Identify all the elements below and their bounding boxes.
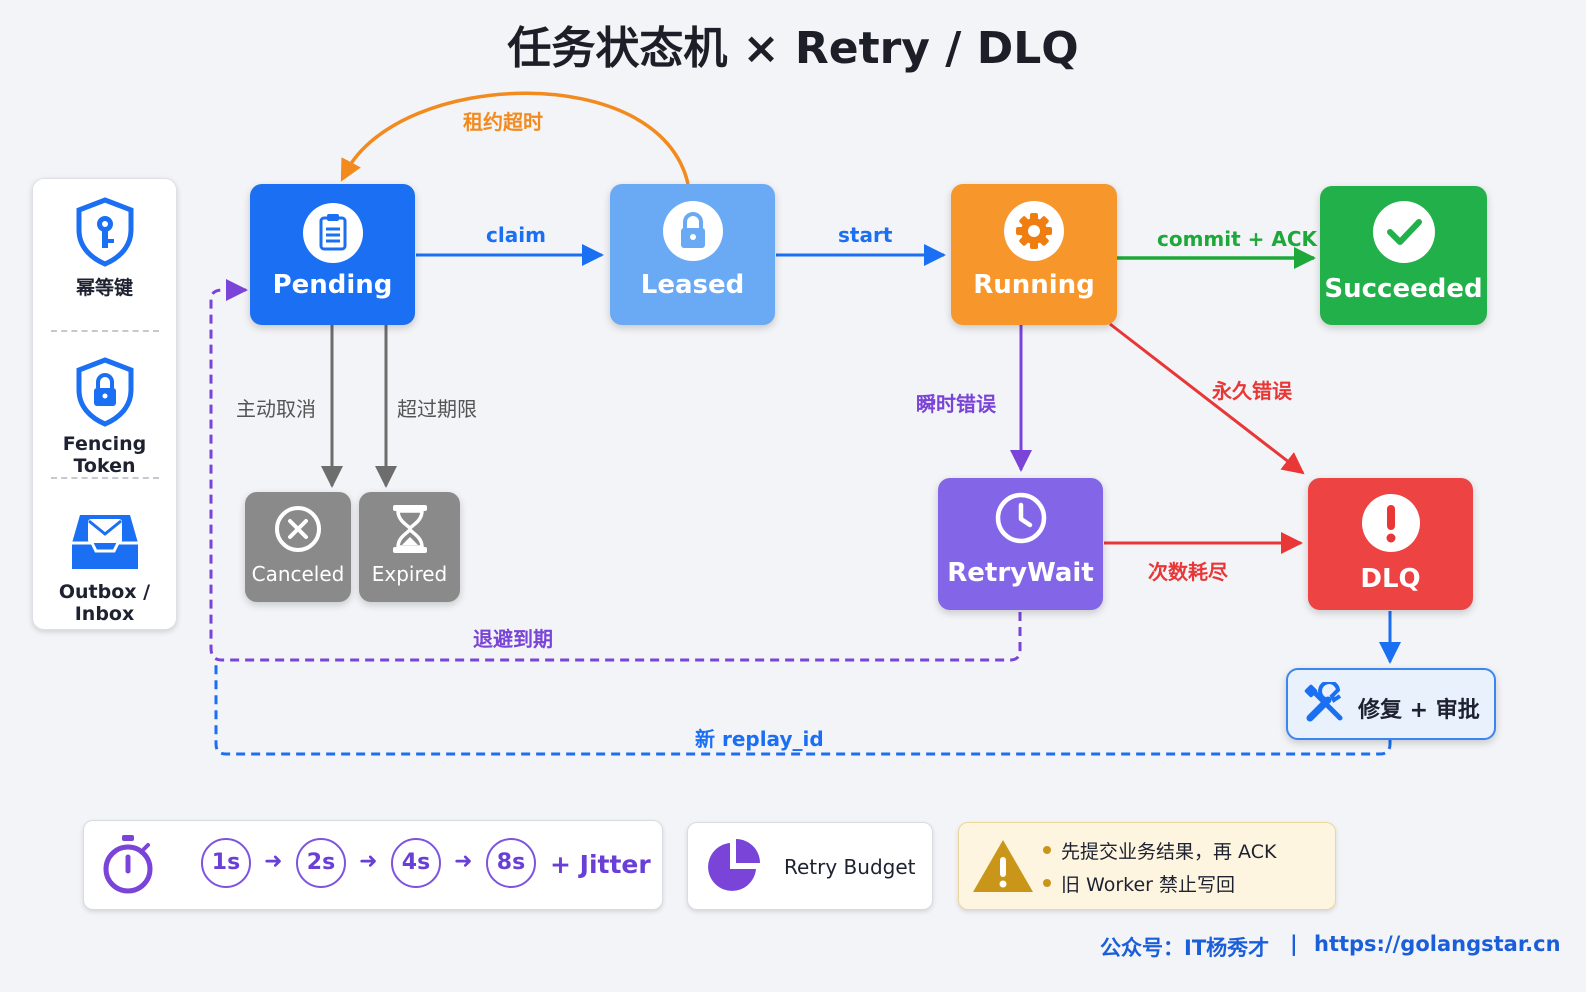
state-label: Succeeded <box>1324 274 1483 304</box>
alert-icon <box>1361 494 1420 552</box>
legend-label: 幂等键 <box>75 277 133 299</box>
backoff-step: 2s <box>296 838 346 888</box>
footer-separator: | <box>1290 932 1298 956</box>
state-label: Running <box>973 270 1095 300</box>
state-label: Leased <box>640 270 745 300</box>
repair-label: 修复 + 审批 <box>1358 698 1480 723</box>
state-expired[interactable]: Expired <box>359 492 460 602</box>
legend-item-fencing-token: Fencing Token <box>33 357 176 477</box>
state-running[interactable]: Running <box>951 184 1117 325</box>
edge-permanent <box>1109 322 1305 475</box>
edge-label-backoff-due: 退避到期 <box>473 627 553 651</box>
legend-item-outbox-inbox: Outbox / Inbox <box>33 509 176 625</box>
retry-budget-card: Retry Budget <box>687 822 933 910</box>
stopwatch-icon <box>103 835 153 894</box>
state-succeeded[interactable]: Succeeded <box>1320 186 1487 325</box>
bullet-dot <box>1043 879 1051 887</box>
retry-budget-label: Retry Budget <box>784 855 916 879</box>
state-leased[interactable]: Leased <box>610 184 775 325</box>
legend-divider <box>51 330 159 332</box>
edge-new-replay <box>214 660 1392 756</box>
edge-label-cancel: 主动取消 <box>236 397 316 421</box>
clipboard-icon <box>302 203 363 263</box>
tools-icon <box>1304 682 1343 722</box>
arrow-right-icon: ➜ <box>264 849 283 874</box>
state-canceled[interactable]: Canceled <box>245 492 351 602</box>
warning-line: 旧 Worker 禁止写回 <box>1061 874 1236 896</box>
edge-label-claim: claim <box>486 223 546 247</box>
backoff-step: 4s <box>391 838 441 888</box>
checkmark-icon <box>1372 201 1435 263</box>
clock-icon <box>995 492 1046 544</box>
arrow-right-icon: ➜ <box>359 849 378 874</box>
warning-line: 先提交业务结果，再 ACK <box>1061 841 1277 863</box>
state-label: Canceled <box>251 562 345 586</box>
edge-label-deadline: 超过期限 <box>397 397 477 421</box>
backoff-card: 1s ➜ 2s ➜ 4s ➜ 8s + Jitter <box>83 820 663 910</box>
state-dlq[interactable]: DLQ <box>1308 478 1473 610</box>
edge-label-exhausted: 次数耗尽 <box>1148 560 1228 584</box>
arrow-right-icon: ➜ <box>454 849 473 874</box>
legend-item-idempotency-key: 幂等键 <box>33 197 176 300</box>
warning-triangle-icon <box>973 840 1033 892</box>
hourglass-icon <box>392 505 427 553</box>
footer-url-link[interactable]: https://golangstar.cn <box>1314 932 1561 956</box>
pie-chart-icon <box>708 839 760 891</box>
legend-label: Outbox / Inbox <box>58 581 151 625</box>
legend-panel: 幂等键 Fencing Token Outbox / Inbox <box>32 178 177 630</box>
edge-label-permanent: 永久错误 <box>1212 379 1292 403</box>
shield-key-icon <box>76 197 133 267</box>
state-label: DLQ <box>1360 564 1421 594</box>
warning-card: 先提交业务结果，再 ACK 旧 Worker 禁止写回 <box>958 822 1336 910</box>
state-label: Expired <box>371 562 448 586</box>
state-pending[interactable]: Pending <box>250 184 415 325</box>
cancel-x-icon <box>275 506 321 552</box>
lock-icon <box>662 201 723 261</box>
backoff-step: 8s <box>486 838 536 888</box>
edge-label-new-replay: 新 replay_id <box>695 727 824 751</box>
shield-lock-icon <box>76 357 133 427</box>
inbox-mail-icon <box>71 515 138 569</box>
bullet-dot <box>1043 846 1051 854</box>
state-label: Pending <box>272 270 393 300</box>
repair-approval-box[interactable]: 修复 + 审批 <box>1286 668 1496 740</box>
edge-lease-timeout <box>340 91 690 185</box>
edge-label-start: start <box>838 223 893 247</box>
edge-label-transient: 瞬时错误 <box>916 392 996 416</box>
legend-divider <box>51 477 159 479</box>
legend-label: Fencing Token <box>62 433 147 477</box>
edge-label-lease-timeout: 租约超时 <box>463 110 543 134</box>
footer-account: 公众号：IT杨秀才 <box>1100 936 1270 960</box>
gear-icon <box>1004 201 1064 261</box>
diagram-title: 任务状态机 × Retry / DLQ <box>507 23 1079 74</box>
backoff-step: 1s <box>201 838 251 888</box>
state-label: RetryWait <box>947 558 1094 588</box>
edge-label-commit-ack: commit + ACK <box>1157 227 1318 251</box>
edge-backoff-due <box>209 279 1022 662</box>
jitter-label: + Jitter <box>550 850 651 879</box>
state-retrywait[interactable]: RetryWait <box>938 478 1103 610</box>
